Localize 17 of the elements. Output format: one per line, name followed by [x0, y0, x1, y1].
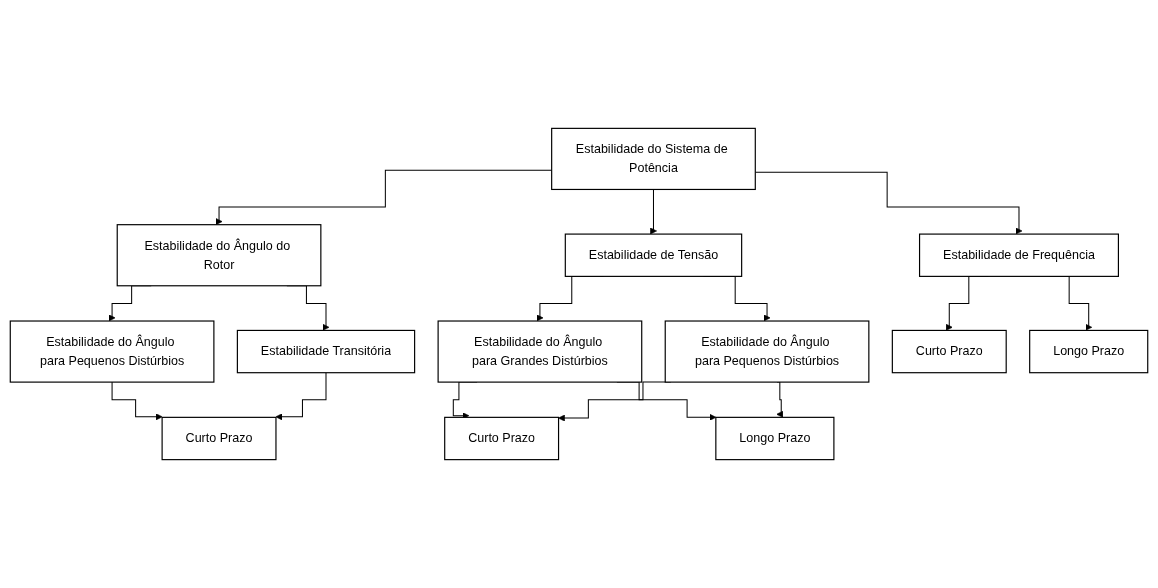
node-box: Estabilidade Transitória [236, 329, 416, 374]
node-box: Estabilidade de Tensão [564, 233, 743, 277]
arrow [275, 372, 327, 421]
node-box: Estabilidade do Sistema de Potência [551, 127, 756, 191]
node-box: Estabilidade de Frequência [918, 233, 1119, 277]
node-box: Estabilidade do Ângulo para Pequenos Distúrbios [9, 320, 215, 383]
node-box: Longo Prazo [1029, 329, 1149, 374]
arrow [650, 188, 657, 235]
node-box: Longo Prazo [715, 416, 835, 461]
arrow [111, 381, 163, 421]
node-box: Curto Prazo [444, 416, 560, 461]
node-box: Estabilidade do Ângulo para Grandes Distúrbios [437, 320, 643, 383]
node-box: Curto Prazo [161, 416, 277, 461]
arrow [776, 381, 784, 418]
node-box: Curto Prazo [891, 329, 1007, 374]
node-box: Estabilidade do Ângulo do Rotor [116, 224, 322, 287]
node-box: Estabilidade do Ângulo para Pequenos Distúrbios [664, 320, 870, 383]
